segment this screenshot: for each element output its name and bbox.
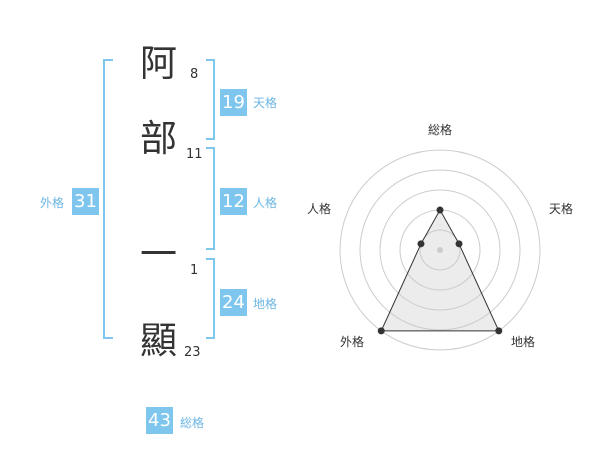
- stroke-count-1: 8: [190, 67, 199, 82]
- tenkaku-label: 天格: [253, 96, 278, 110]
- gaikaku-bracket: [103, 59, 113, 339]
- tenkaku-value: 19: [220, 89, 247, 116]
- radar-point-bottom-right: [495, 327, 503, 335]
- stroke-count-4: 23: [184, 345, 201, 360]
- name-char-4: 顯: [140, 319, 177, 362]
- radar-point-top: [436, 206, 444, 214]
- radar-ring-5: [339, 149, 541, 351]
- name-char-3: 一: [140, 233, 177, 276]
- radar-center: [437, 247, 443, 253]
- jinkaku-label: 人格: [253, 196, 278, 210]
- jinkaku-value: 12: [220, 188, 247, 215]
- chikaku-value: 24: [220, 289, 247, 316]
- radar-point-right: [455, 240, 463, 248]
- radar-label-chikaku: 地格: [511, 335, 536, 349]
- soukaku-value: 43: [146, 407, 173, 434]
- chikaku-label: 地格: [253, 297, 278, 311]
- gaikaku-label: 外格: [40, 196, 65, 210]
- name-char-2: 部: [140, 117, 177, 160]
- radar-label-jinkaku: 人格: [307, 202, 332, 216]
- radar-label-gaikaku: 外格: [340, 335, 365, 349]
- radar-ring-4: [359, 169, 521, 331]
- chikaku-bracket: [206, 258, 215, 339]
- gaikaku-value: 31: [72, 188, 99, 215]
- jinkaku-bracket: [206, 147, 215, 250]
- soukaku-label: 総格: [180, 416, 205, 430]
- stroke-count-3: 1: [190, 263, 199, 278]
- name-char-1: 阿: [140, 42, 177, 85]
- radar-point-bottom-left: [377, 327, 385, 335]
- radar-polygon: [380, 208, 500, 332]
- tenkaku-bracket: [206, 59, 215, 140]
- radar-point-left: [417, 240, 425, 248]
- radar-ring-1: [419, 229, 461, 271]
- stroke-count-2: 11: [186, 147, 203, 162]
- radar-label-soukaku: 総格: [428, 123, 453, 137]
- radar-ring-3: [379, 189, 501, 311]
- radar-label-tenkaku: 天格: [549, 202, 574, 216]
